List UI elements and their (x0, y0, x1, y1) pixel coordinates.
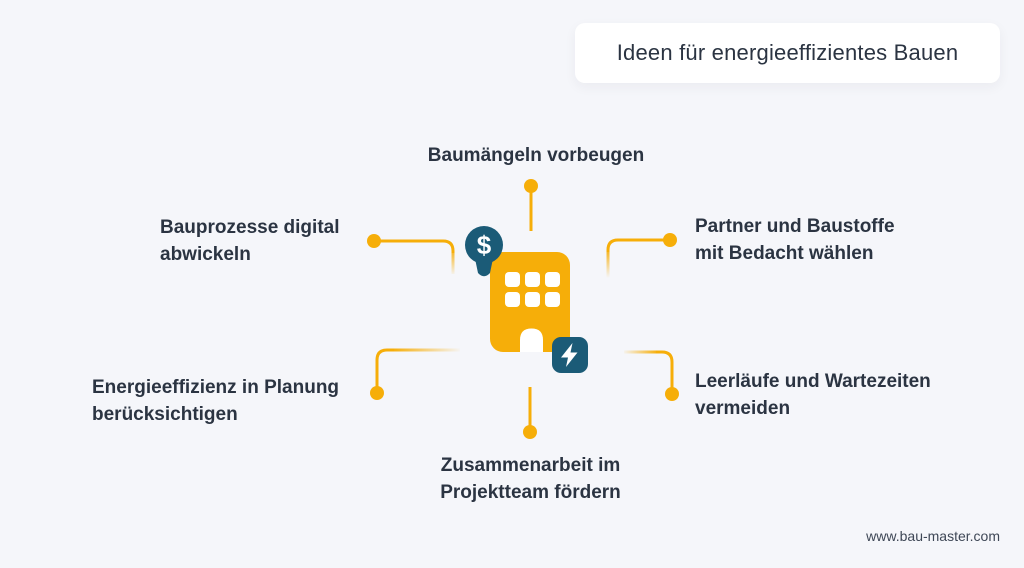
node-label-right-bottom: Leerläufe und Wartezeiten vermeiden (695, 371, 931, 419)
connector-top (524, 179, 538, 231)
connector-right-top (606, 233, 677, 278)
building-icon (490, 252, 570, 352)
node-label-bottom: Zusammenarbeit im Projektteam fördern (440, 455, 621, 503)
node-label-left-top: Bauprozesse digital abwickeln (160, 217, 340, 265)
connector-bottom (523, 387, 537, 439)
page-title: Ideen für energieeffizientes Bauen (616, 40, 959, 65)
lightning-bolt-icon (552, 337, 588, 373)
connector-left-bottom (370, 348, 460, 400)
node-label-right-top: Partner und Baustoffe mit Bedacht wählen (695, 216, 895, 264)
svg-text:$: $ (477, 230, 492, 260)
node-label-top: Baumängeln vorbeugen (427, 145, 645, 166)
connector-left-top (367, 234, 455, 274)
title-card: Ideen für energieeffizientes Bauen (575, 23, 1000, 83)
node-label-left-bottom: Energieeffizienz in Planung berücksichti… (92, 377, 340, 425)
connector-right-bottom (624, 350, 679, 401)
dollar-lightbulb-icon: $ (465, 226, 503, 277)
website-url: www.bau-master.com (866, 528, 1000, 544)
